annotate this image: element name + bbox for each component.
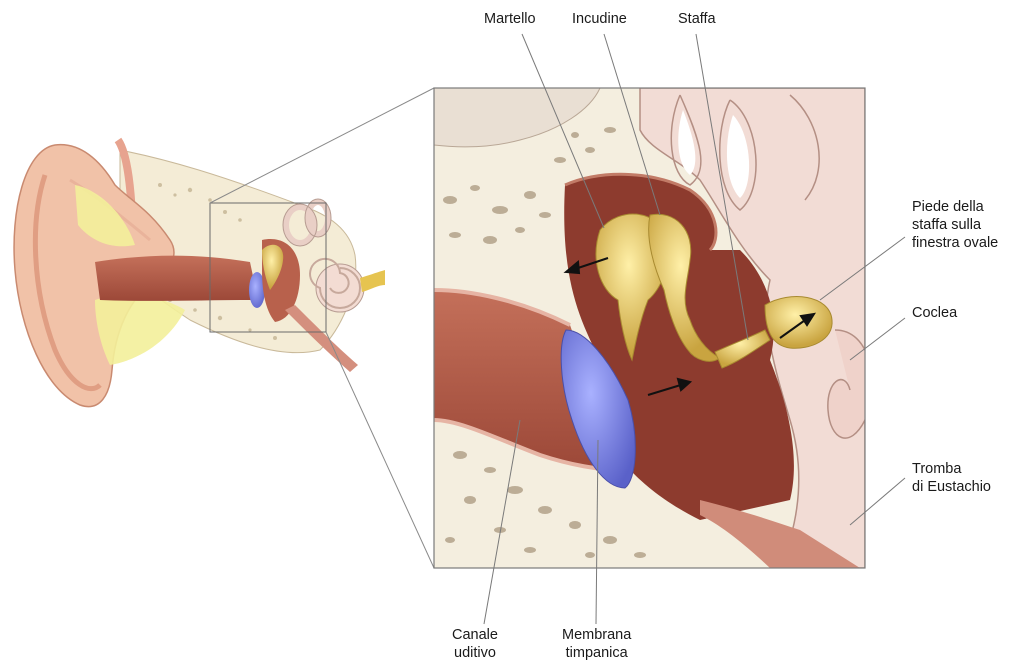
label-staffa: Staffa [678, 10, 716, 28]
label-membrana-timpanica: Membrana timpanica [562, 626, 631, 662]
zoomed-middle-ear [434, 88, 872, 568]
stapes-footplate [765, 297, 832, 349]
label-piede-della-staffa: Piede della staffa sulla finestra ovale [912, 198, 998, 252]
label-coclea: Coclea [912, 304, 957, 322]
label-incudine: Incudine [572, 10, 627, 28]
label-martello: Martello [484, 10, 536, 28]
label-tromba-di-eustachio: Tromba di Eustachio [912, 460, 991, 496]
ear-canal-small [95, 256, 258, 301]
outer-ear-overview [14, 140, 385, 407]
label-canale-uditivo: Canale uditivo [452, 626, 498, 662]
